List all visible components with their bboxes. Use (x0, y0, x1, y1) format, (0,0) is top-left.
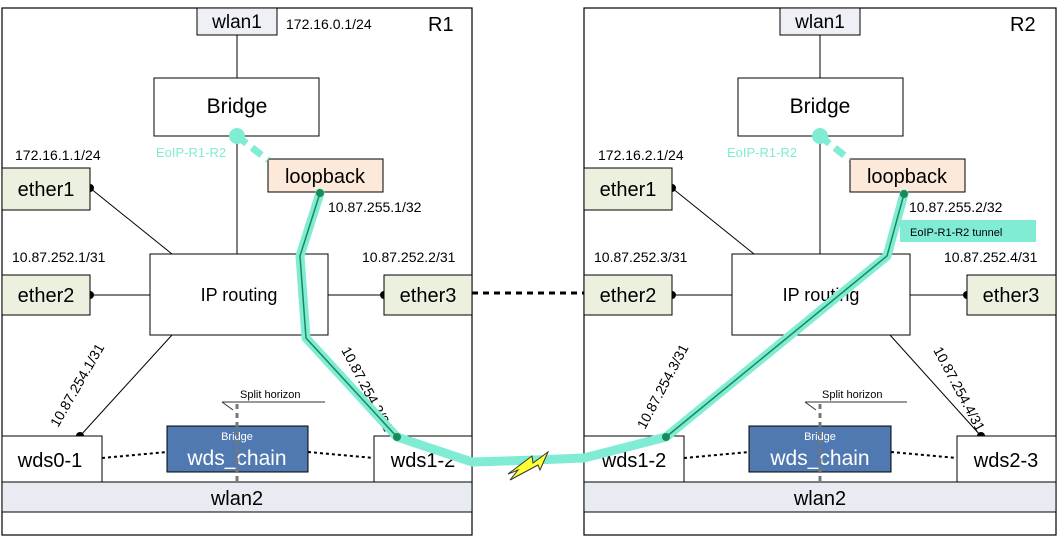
r2-ether2-ip: 10.87.252.3/31 (594, 249, 688, 265)
r1-wds-left-box (1, 435, 103, 483)
r1-loopback-box (267, 158, 384, 193)
tunnel-path-line-r2 (665, 193, 905, 438)
r1-wlan2-band (1, 481, 473, 513)
r2-eoip-label: EoIP-R1-R2 (727, 145, 797, 160)
r2-wds-dotted-left (683, 451, 750, 459)
router-r2-name: R2 (1010, 14, 1036, 36)
r2-loopback-ip: 10.87.255.2/32 (909, 199, 1003, 215)
r1-loopback-ip: 10.87.255.1/32 (328, 199, 422, 215)
r1-wds-dotted-left (101, 451, 168, 459)
r1-loopback-dot (316, 189, 324, 197)
r1-ether2-ip: 10.87.252.1/31 (12, 249, 106, 265)
r2-wlan2-label: wlan2 (793, 488, 846, 510)
r1-split-horizon-tick (221, 401, 234, 411)
r1-wds-dotted-right (307, 451, 375, 459)
r2-link-ether1-routing (671, 187, 755, 255)
r2-split-horizon-label: Split horizon (822, 389, 883, 401)
r1-wlan2-label: wlan2 (210, 488, 263, 510)
r1-eoip-label: EoIP-R1-R2 (156, 145, 226, 160)
r2-wds-right-box (956, 435, 1057, 483)
r2-tunnel-label-box (900, 220, 1036, 242)
r1-wlan1-box (196, 7, 278, 36)
r1-split-horizon-label: Split horizon (240, 389, 301, 401)
r2-ether1-ip: 172.16.2.1/24 (598, 147, 684, 163)
r2-link-routing-wds23 (889, 334, 982, 437)
r2-ether3-ip: 10.87.252.4/31 (944, 249, 1038, 265)
r1-loopback-label: loopback (285, 166, 366, 188)
r1-wds12-dot (393, 433, 401, 441)
r2-ether1-box (583, 167, 673, 211)
r2-loopback-dot (900, 190, 908, 198)
r2-bridge-box (737, 77, 904, 137)
tunnel-bridge-port-r2 (812, 128, 828, 144)
r1-wds-left-label: wds0-1 (17, 450, 82, 472)
r2-bridge-label: Bridge (790, 95, 851, 118)
r1-link-ether1-routing (89, 187, 173, 255)
r1-ether2-label: ether2 (18, 285, 75, 307)
router-r1: R1 wlan1 172.16.0.1/24 Bridge EoIP-R1-R2… (1, 7, 473, 536)
r2-wds12-dot (662, 433, 670, 441)
r1-ether1-ip: 172.16.1.1/24 (15, 147, 101, 163)
r2-wlan1-label: wlan1 (794, 12, 845, 33)
eoip-tunnel (229, 128, 909, 467)
r1-ether1-box (1, 167, 91, 211)
r2-wlan2-band (583, 481, 1057, 513)
r1-ether2-box (1, 274, 91, 316)
r2-ether1-label: ether1 (600, 179, 657, 201)
r2-ether3-box (966, 274, 1057, 316)
r2-loopback-label: loopback (867, 166, 948, 188)
r2-wds-right-label: wds2-3 (973, 450, 1038, 472)
wireless-link-lightning-icon (507, 450, 550, 481)
tunnel-path-line (299, 192, 398, 438)
r2-wlan1-box (779, 7, 861, 36)
router-r2: R2 wlan1 Bridge EoIP-R1-R2 loopback 10.8… (583, 7, 1057, 536)
r2-wds-left-label: wds1-2 (601, 450, 666, 472)
r2-wds-chain-sub: Bridge (804, 431, 836, 443)
r2-ether2-label: ether2 (600, 285, 657, 307)
r1-wds-chain-sub: Bridge (221, 431, 253, 443)
r2-ether3-label: ether3 (983, 285, 1040, 307)
r2-wds-dotted-right (890, 451, 958, 459)
r1-wlan1-label: wlan1 (211, 12, 262, 33)
r1-wlan1-ip: 172.16.0.1/24 (286, 16, 372, 32)
tunnel-bridge-port-r1 (229, 128, 245, 144)
r1-bridge-label: Bridge (207, 95, 268, 118)
r2-split-horizon-tick (804, 401, 817, 411)
r2-tunnel-label: EoIP-R1-R2 tunnel (910, 227, 1002, 239)
r2-ether2-box (583, 274, 673, 316)
r2-routing-box (731, 253, 911, 336)
r1-link-routing-wds01 (79, 334, 173, 437)
r1-ether3-ip: 10.87.252.2/31 (362, 249, 456, 265)
r1-ether3-label: ether3 (400, 285, 457, 307)
r1-ether1-label: ether1 (18, 179, 75, 201)
r1-ether3-box (383, 274, 473, 316)
r1-routing-label: IP routing (201, 285, 278, 305)
r1-bridge-box (153, 77, 320, 137)
router-r1-name: R1 (428, 14, 454, 36)
